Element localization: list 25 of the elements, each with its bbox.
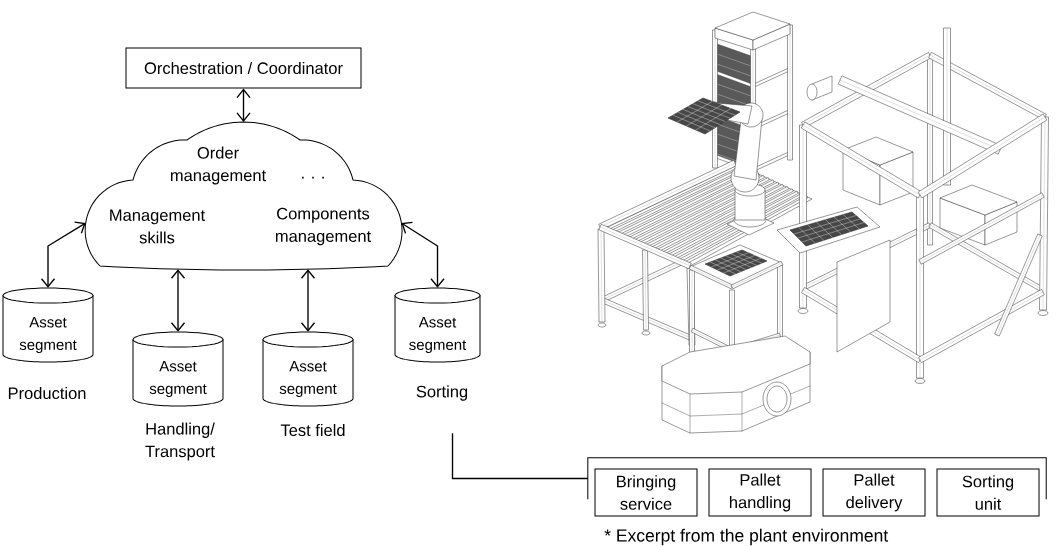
cylinder: Asset segment — [132, 331, 224, 407]
cloud-text: · · · — [302, 176, 324, 179]
cloud-text: Management skills — [110, 209, 206, 244]
cylinder: Asset segment — [2, 287, 94, 363]
text-box: Pallet delivery — [822, 468, 926, 517]
caption-text: Production — [8, 386, 86, 400]
cloud-shape — [84, 121, 403, 271]
caption-text: Sorting — [416, 385, 468, 401]
footnote: * Excerpt from the plant environment — [604, 528, 889, 546]
arrow — [236, 88, 251, 122]
arrow — [401, 221, 445, 288]
arrow — [300, 269, 316, 332]
arrow — [170, 269, 186, 332]
caption-text: Handling/ Transport — [145, 422, 215, 461]
cloud-text: Order management — [170, 146, 267, 185]
text-box: Bringing service — [594, 468, 698, 517]
text-box: Sorting unit — [936, 468, 1040, 517]
text-box: Pallet handling — [708, 468, 812, 517]
connector-line — [451, 432, 589, 480]
arrow — [40, 221, 86, 288]
cylinder: Asset segment — [262, 331, 354, 407]
cloud-text: Components management — [275, 207, 372, 246]
caption-text: Test field — [280, 423, 345, 437]
text-box: Orchestration / Coordinator — [125, 47, 362, 89]
cylinder: Asset segment — [394, 287, 481, 363]
